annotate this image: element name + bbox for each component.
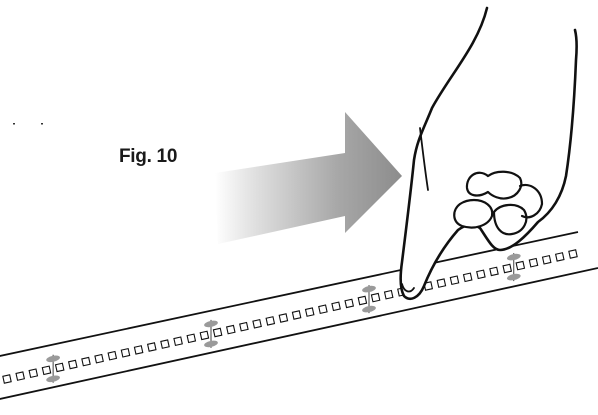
strip-bottom-edge [0,267,598,400]
led-chip [252,318,262,329]
led-chip [436,278,447,288]
led-chip [541,254,552,265]
led-chip [81,356,91,367]
led-chip [120,347,131,358]
led-chip [107,350,118,361]
press-direction-arrow-icon [215,112,402,244]
led-chip [160,339,170,349]
led-chip [449,275,460,286]
led-chip [133,345,144,355]
cut-marks [46,253,521,383]
led-chip [225,324,236,335]
led-chip [489,266,499,277]
cut-mark [362,285,376,314]
led-chip [331,301,341,312]
led-chip [568,249,578,259]
led-strip [0,231,598,400]
led-chip [15,371,26,381]
led-chip [265,316,276,326]
led-chip [370,292,381,303]
led-chip [502,263,513,274]
led-chip [383,289,394,300]
led-chip [54,362,65,373]
led-chip [173,336,183,347]
led-chip [94,353,104,364]
led-chip [199,330,210,341]
led-chip [239,321,249,332]
led-chip [304,307,315,317]
led-chip [318,304,328,315]
led-chip [291,310,302,320]
pointing-hand-icon [399,6,578,300]
led-chip [515,260,526,271]
figure-label: Fig. 10 [119,146,178,167]
led-chip [344,298,355,309]
led-chip [462,272,473,283]
led-chip [357,295,368,306]
cut-mark [46,354,60,383]
cut-mark [204,319,218,348]
led-chip [554,252,565,262]
specks [13,123,43,125]
led-chip [476,269,486,280]
led-chip [528,257,539,268]
led-chip [186,333,197,344]
strip-top-edge [0,231,579,357]
led-chip [41,365,52,376]
led-row [2,249,578,384]
led-chip [278,313,289,323]
led-chip [67,359,78,370]
led-chip [2,374,12,384]
led-chip [28,368,39,379]
led-chip [212,327,223,338]
led-chip [146,342,157,352]
cut-mark [506,253,521,282]
